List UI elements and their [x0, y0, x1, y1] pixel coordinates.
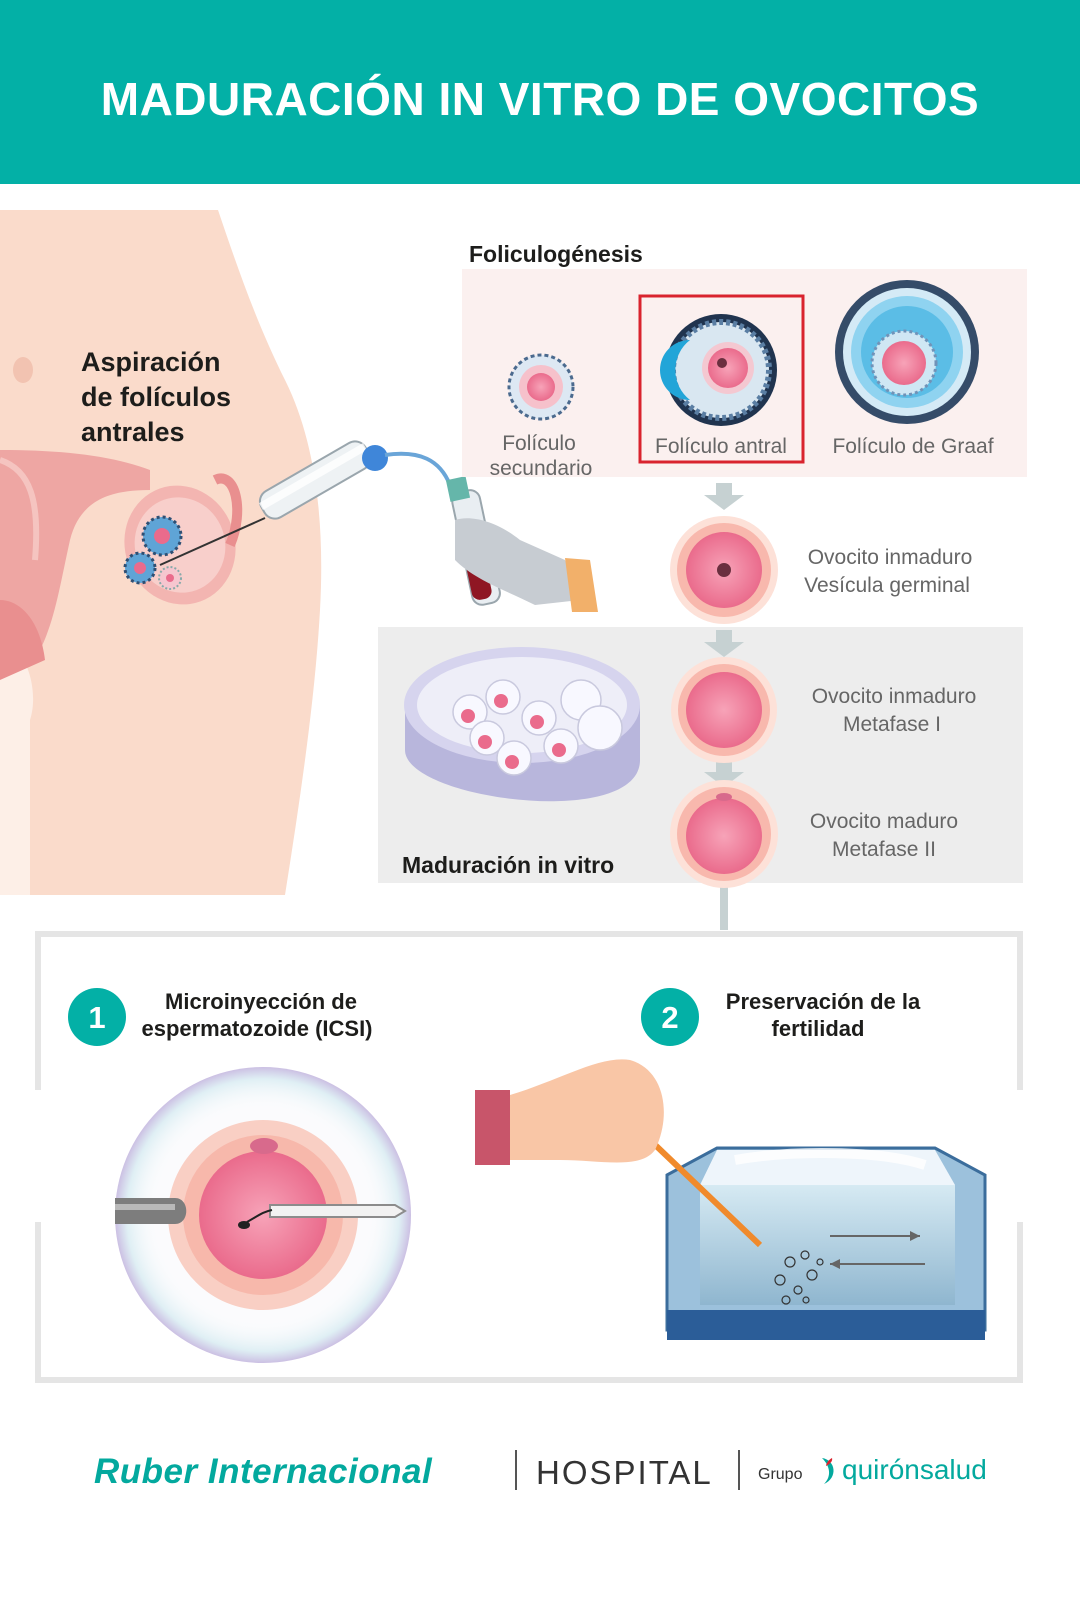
follicle-antral: [660, 314, 777, 426]
page-title: MADURACIÓN IN VITRO DE OVOCITOS: [100, 73, 980, 125]
ovary-follicles: [123, 515, 183, 590]
stage1-label-1: Ovocito inmaduro: [808, 546, 973, 569]
hand-with-tube: [445, 476, 598, 612]
follicle-graaf: [835, 280, 979, 424]
follicle-secundario: [507, 353, 575, 421]
foliculogenesis-title: Foliculogénesis: [469, 241, 643, 267]
antral-label: Folículo antral: [655, 435, 787, 458]
step2-label-2: fertilidad: [772, 1016, 865, 1041]
secundario-label-2: secundario: [490, 457, 593, 480]
step2-badge: [641, 988, 699, 1046]
stage2-label-1: Ovocito inmaduro: [812, 685, 977, 708]
step1-number: 1: [88, 1000, 105, 1035]
hospital-logo-text: HOSPITAL: [536, 1454, 713, 1491]
aspiration-needle: [159, 440, 452, 566]
step1-badge: [68, 988, 126, 1046]
step2-number: 2: [661, 1000, 678, 1035]
stage2-label-2: Metafase I: [843, 713, 941, 736]
aspiracion-line-1: Aspiración: [81, 347, 221, 377]
stage1-label-2: Vesícula germinal: [804, 574, 970, 597]
quiron-logo-text: quirónsalud: [842, 1454, 987, 1485]
graaf-label: Folículo de Graaf: [832, 435, 993, 458]
oocyte-stage-3: [670, 780, 778, 888]
antral-highlight-box: [638, 294, 805, 464]
bottom-box-outline: [35, 931, 1023, 1383]
step1-label-1: Microinyección de: [165, 989, 357, 1014]
maduracion-label: Maduración in vitro: [402, 852, 614, 878]
secundario-label-1: Folículo: [502, 432, 576, 455]
stage3-label-2: Metafase II: [832, 838, 936, 861]
aspiracion-line-3: antrales: [81, 417, 185, 447]
ruber-logo-text: Ruber Internacional: [94, 1452, 433, 1491]
header-banner: MADURACIÓN IN VITRO DE OVOCITOS: [0, 0, 1080, 184]
quiron-logo-icon: [822, 1458, 834, 1484]
step1-label-2: espermatozoide (ICSI): [141, 1016, 372, 1041]
petri-dish: [404, 647, 640, 802]
aspiracion-line-2: de folículos: [81, 382, 231, 412]
footer-separator: [738, 1450, 740, 1490]
icsi-illustration: [115, 1067, 411, 1363]
footer-separator: [515, 1450, 517, 1490]
flow-arrows: [704, 483, 744, 787]
step2-label-1: Preservación de la: [726, 989, 921, 1014]
grupo-text: Grupo: [758, 1466, 803, 1483]
preservation-illustration: [475, 1059, 987, 1340]
oocyte-stage-1: [670, 516, 778, 624]
footer-logos: Ruber Internacional HOSPITAL Grupo quiró…: [0, 1440, 1080, 1500]
stage3-label-1: Ovocito maduro: [810, 810, 958, 833]
oocyte-stage-2: [671, 657, 777, 763]
